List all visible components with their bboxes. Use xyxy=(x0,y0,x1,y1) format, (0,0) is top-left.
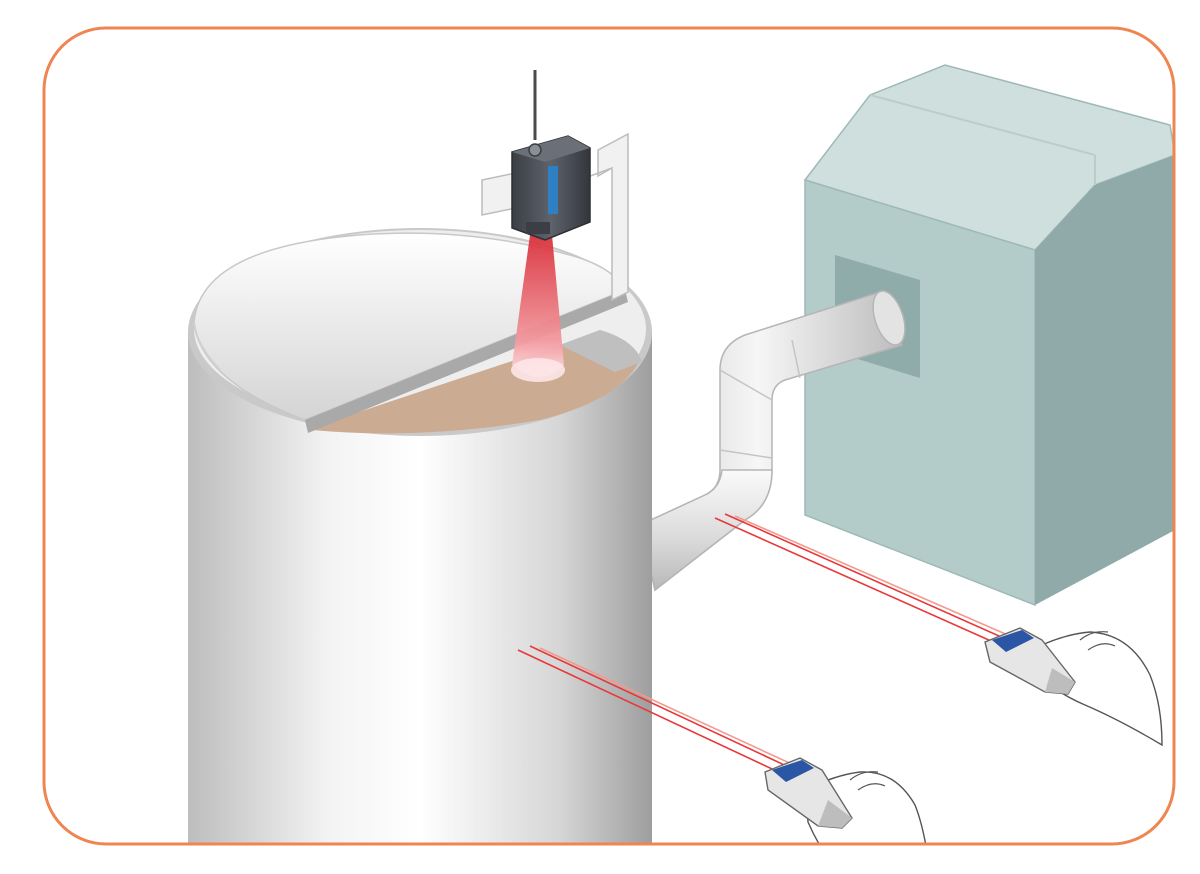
pipe-end-cap xyxy=(872,290,906,346)
overhead-level-sensor xyxy=(511,70,591,241)
tank-body xyxy=(188,330,652,844)
machine-front-face xyxy=(804,178,1036,607)
sensor-window xyxy=(548,166,558,214)
machine-side-face xyxy=(1035,155,1174,605)
frame-border xyxy=(42,26,1176,846)
transfer-pipe xyxy=(639,290,906,592)
handheld-sensor-machine xyxy=(984,627,1163,747)
laser-lines-machine xyxy=(714,513,1011,646)
storage-tank xyxy=(188,228,652,844)
handheld-sensor-tank xyxy=(764,757,931,844)
laser-lines-tank xyxy=(517,645,797,776)
hand-outline-2 xyxy=(1034,631,1163,747)
measurement-beam xyxy=(511,235,565,382)
processing-machine xyxy=(803,64,1174,607)
